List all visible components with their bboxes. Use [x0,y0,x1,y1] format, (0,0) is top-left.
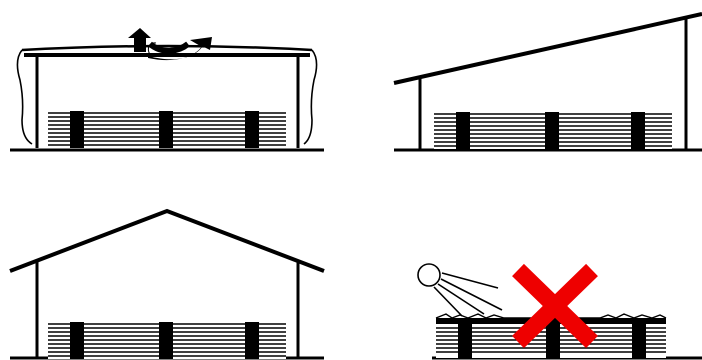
gable-roof [10,211,324,271]
sloped-roof [394,14,702,83]
lumber-stack [434,112,672,149]
lumber-stack [48,111,286,148]
spacer-block [632,318,646,358]
sun-rays [434,273,502,316]
up-arrow [128,28,151,52]
tarp-covered-stack-icon [10,28,324,150]
uncovered-stack-in-sun-icon [418,264,702,358]
lumber-stack [48,322,286,359]
gable-roof-shed-icon [10,211,324,359]
spacer-block [458,318,472,358]
sun-icon [418,264,440,286]
lean-to-shed-icon [394,14,702,150]
